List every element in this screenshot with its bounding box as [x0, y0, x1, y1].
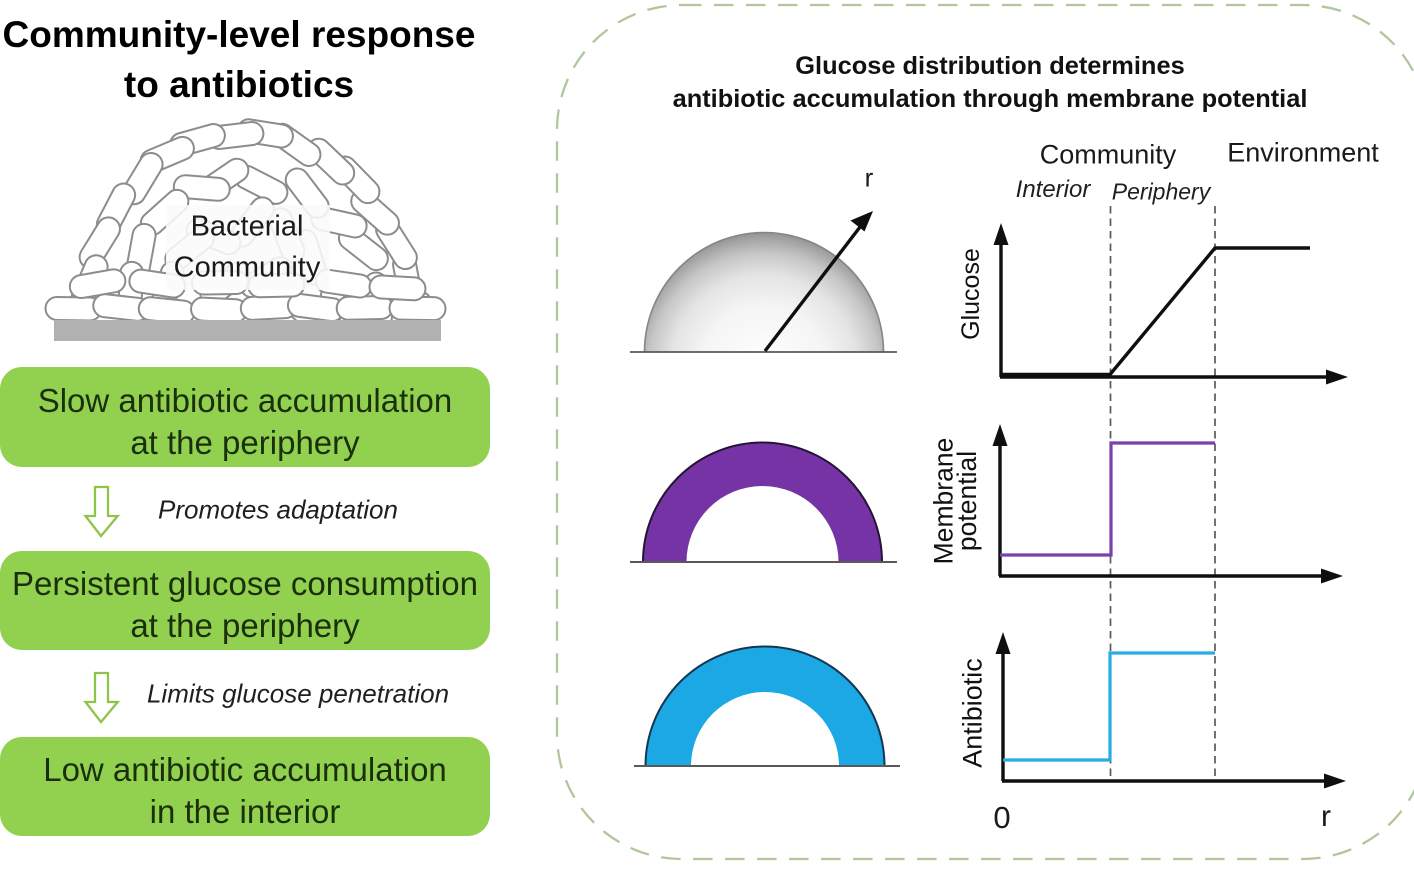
svg-text:Antibiotic: Antibiotic	[958, 658, 988, 768]
svg-text:Glucose: Glucose	[957, 248, 985, 340]
svg-text:Membranepotential: Membranepotential	[928, 438, 982, 565]
